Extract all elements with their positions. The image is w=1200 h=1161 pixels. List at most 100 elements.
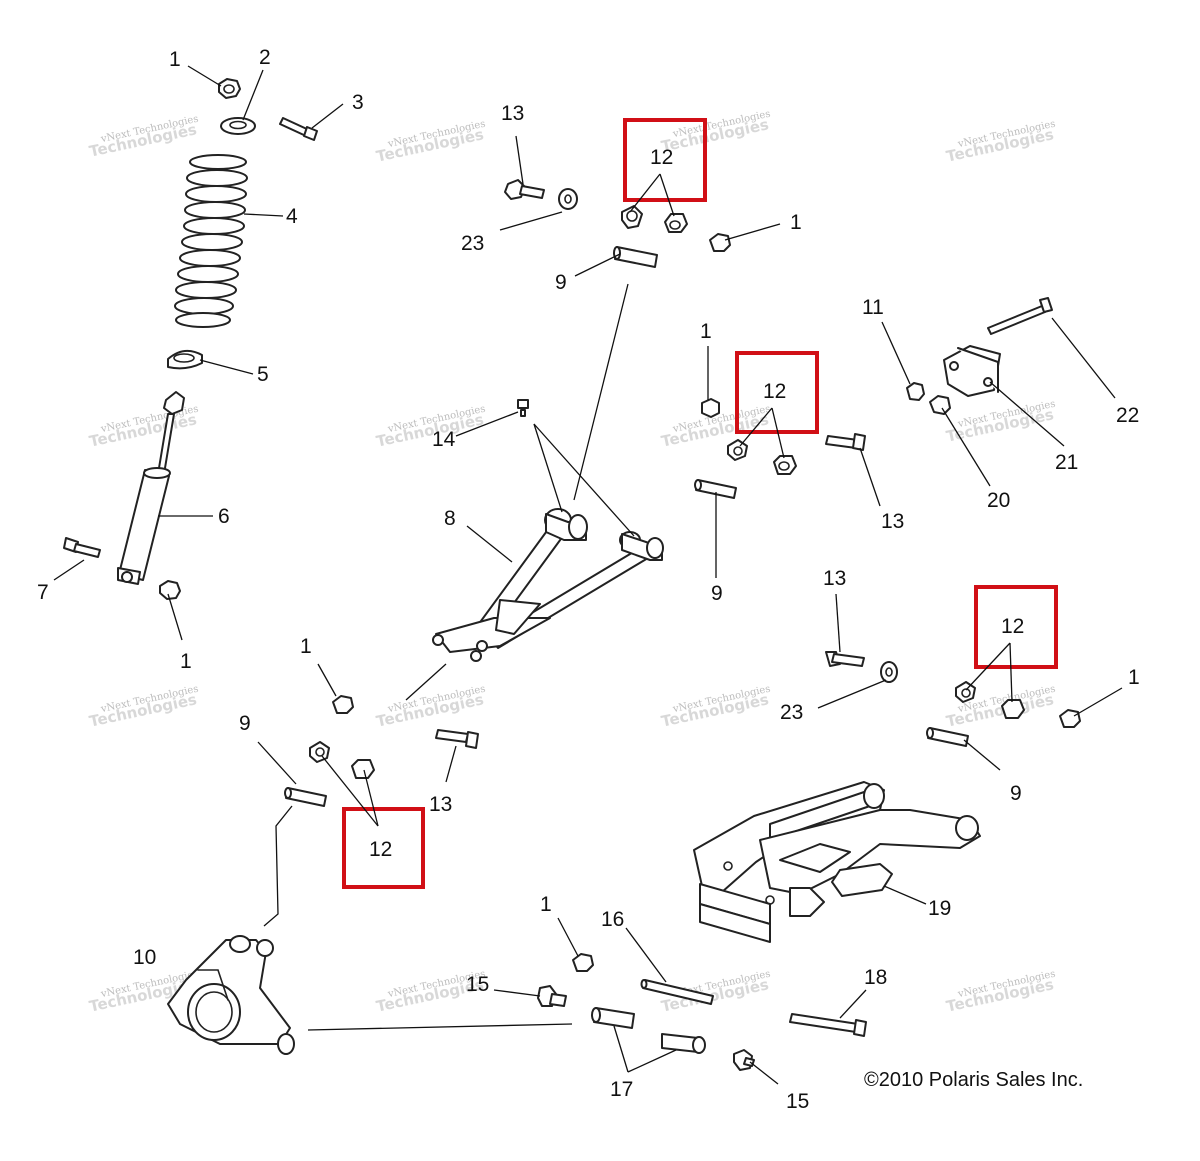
callout-label[interactable]: 4	[286, 205, 298, 228]
highlight-box-12-middle[interactable]: 12	[735, 351, 819, 459]
sleeve-part	[613, 246, 658, 268]
nut-part	[701, 398, 720, 418]
callout-label[interactable]: 13	[823, 567, 846, 590]
callout-label[interactable]: 14	[432, 428, 456, 451]
upper-a-arm-part	[432, 399, 664, 662]
callout-label[interactable]: 13	[881, 510, 904, 533]
bearing-carrier-part	[167, 935, 295, 1055]
sleeve-part	[661, 1033, 706, 1054]
callout-label[interactable]: 13	[429, 793, 452, 816]
callout-label[interactable]: 3	[352, 91, 364, 114]
callout-label[interactable]: 13	[501, 102, 524, 125]
parts	[63, 78, 1081, 1071]
nut-part	[906, 382, 925, 401]
bracket-part	[943, 345, 1001, 397]
callout-label[interactable]: 23	[461, 232, 484, 255]
washer-part	[880, 661, 898, 683]
bushing-part	[664, 213, 688, 233]
callout-label[interactable]: 22	[1116, 404, 1139, 427]
bolt-part	[63, 537, 101, 558]
callout-label[interactable]: 7	[37, 581, 49, 604]
callout-label[interactable]: 15	[466, 973, 489, 996]
shock-absorber-part	[117, 391, 185, 585]
sleeve-part	[926, 727, 969, 747]
highlight-label: 12	[763, 380, 786, 403]
bolt-part	[825, 651, 865, 667]
bolt-part	[504, 179, 545, 200]
sleeve-part	[694, 479, 737, 499]
nut-part	[1059, 709, 1081, 728]
callout-label[interactable]: 9	[711, 582, 723, 605]
callout-label[interactable]: 9	[239, 712, 251, 735]
callout-label[interactable]: 1	[169, 48, 181, 71]
callout-label[interactable]: 9	[555, 271, 567, 294]
callout-label[interactable]: 1	[540, 893, 552, 916]
lower-spring-seat-part	[167, 349, 203, 370]
sleeve-part	[591, 1007, 635, 1029]
callout-label[interactable]: 5	[257, 363, 269, 386]
bolt-part	[825, 433, 866, 451]
spring-retainer-part	[220, 117, 256, 135]
callout-label[interactable]: 19	[928, 897, 951, 920]
callout-label[interactable]: 11	[862, 296, 884, 319]
nut-part	[332, 695, 354, 714]
callout-label[interactable]: 9	[1010, 782, 1022, 805]
callout-label[interactable]: 15	[786, 1090, 809, 1113]
nut-part	[709, 233, 731, 252]
callout-label[interactable]: 17	[610, 1078, 633, 1101]
callout-label[interactable]: 8	[444, 507, 456, 530]
nut-part	[218, 78, 241, 99]
coil-spring-part	[174, 154, 248, 328]
highlight-label: 12	[1001, 615, 1024, 638]
leader-lines	[53, 65, 1123, 1085]
nut-part	[572, 953, 594, 972]
trailing-arm-part	[693, 781, 981, 943]
highlight-label: 12	[650, 146, 673, 169]
bushing-part	[955, 681, 976, 703]
callout-label[interactable]: 1	[700, 320, 712, 343]
copyright-text: ©2010 Polaris Sales Inc.	[864, 1069, 1083, 1091]
bolt-part	[789, 1013, 867, 1037]
highlight-box-12-bottom[interactable]: 12	[321, 755, 425, 889]
callout-label[interactable]: 18	[864, 966, 887, 989]
bushing-part	[309, 741, 330, 763]
bolt-part	[279, 117, 318, 141]
highlight-label: 12	[369, 838, 392, 861]
callout-label[interactable]: 10	[133, 946, 156, 969]
callout-label[interactable]: 23	[780, 701, 803, 724]
bushing-part	[621, 205, 643, 229]
bushing-part	[1001, 699, 1025, 719]
bolt-part	[435, 729, 479, 749]
callout-label[interactable]: 6	[218, 505, 230, 528]
bushing-part	[929, 395, 951, 415]
bolt-part	[987, 297, 1053, 335]
highlight-box-12-right[interactable]: 12	[965, 585, 1058, 703]
bolt-part	[733, 1049, 755, 1071]
callout-label[interactable]: 20	[987, 489, 1010, 512]
callout-label[interactable]: 1	[180, 650, 192, 673]
bushing-part	[773, 455, 797, 475]
callout-label[interactable]: 21	[1055, 451, 1078, 474]
bushing-part	[351, 759, 375, 779]
callout-label[interactable]: 1	[1128, 666, 1140, 689]
bushing-part	[727, 439, 748, 461]
callout-label[interactable]: 1	[300, 635, 312, 658]
highlight-box-12-top[interactable]: 12	[623, 118, 707, 217]
callout-label[interactable]: 1	[790, 211, 802, 234]
callout-label[interactable]: 2	[259, 46, 271, 69]
nut-part	[159, 580, 181, 600]
callout-label[interactable]: 16	[601, 908, 624, 931]
pin-part	[640, 979, 714, 1005]
sleeve-part	[284, 787, 327, 807]
bolt-part	[537, 985, 567, 1007]
